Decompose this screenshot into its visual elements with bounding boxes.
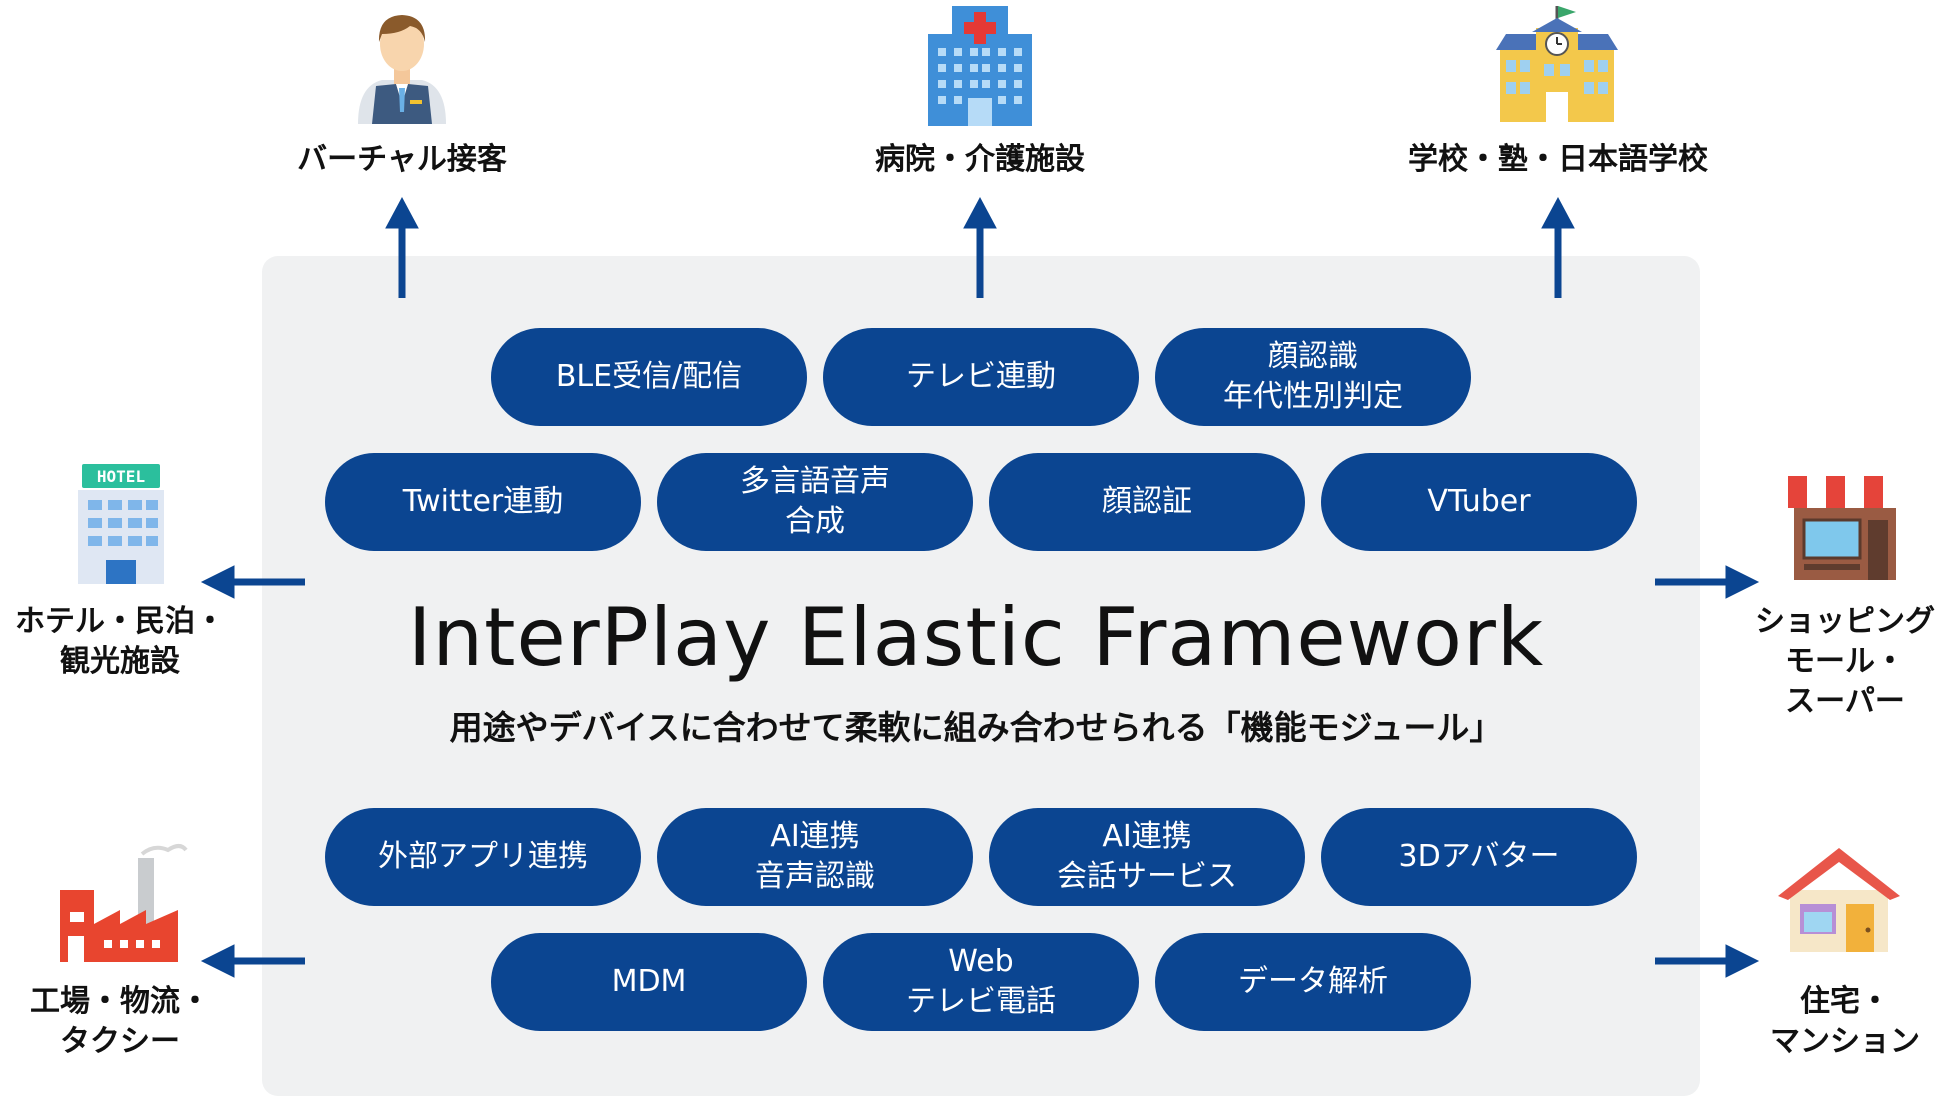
module-external-app: 外部アプリ連携 [325,808,641,906]
module-mdm: MDM [491,933,807,1031]
right-arrow-icon [1655,565,1760,599]
module-label: データ解析 [1238,964,1388,999]
destination-label: 観光施設 [60,644,180,679]
module-label: Web [948,944,1014,979]
destination-label: 学校・塾・日本語学校 [1408,142,1708,177]
destination-label: 病院・介護施設 [875,142,1085,177]
module-face-auth: 顔認証 [989,453,1305,551]
up-arrow-icon [385,196,419,298]
module-label: 多言語音声 [740,464,890,499]
hotel-icon: HOTEL [78,464,164,584]
module-label: AI連携 [1102,819,1192,854]
destination-label: モール・ [1785,644,1905,679]
module-ai-conversation: AI連携 会話サービス [989,808,1305,906]
module-ai-speech-recognition: AI連携 音声認識 [657,808,973,906]
module-label: BLE受信/配信 [555,359,743,394]
module-face-recognition: 顔認識 年代性別判定 [1155,328,1471,426]
module-label: 音声認識 [755,859,875,894]
module-label: 年代性別判定 [1223,379,1403,414]
module-label: MDM [611,964,687,999]
module-label: VTuber [1427,484,1531,519]
store-icon [1788,476,1902,580]
destination-label: マンション [1770,1024,1920,1059]
left-arrow-icon [200,944,305,978]
destination-virtual-reception: バーチャル接客 [252,140,552,180]
framework-subtitle: 用途やデバイスに合わせて柔軟に組み合わせられる「機能モジュール」 [449,708,1503,747]
destination-school: 学校・塾・日本語学校 [1408,140,1708,180]
module-speech-synthesis: 多言語音声 合成 [657,453,973,551]
module-label: Twitter連動 [402,484,564,519]
destination-label: 住宅・ [1800,984,1890,1019]
destination-label: バーチャル接客 [297,142,507,177]
hotel-sign-text: HOTEL [97,467,145,486]
destination-shopping: ショッピング モール・ スーパー [1695,602,1952,722]
up-arrow-icon [1541,196,1575,298]
framework-title: InterPlay Elastic Framework [407,591,1545,684]
destination-hotel: ホテル・民泊・ 観光施設 [0,602,270,682]
destination-label: タクシー [60,1024,180,1059]
module-web-videophone: Web テレビ電話 [823,933,1139,1031]
module-label: 外部アプリ連携 [378,839,588,874]
module-tv-link: テレビ連動 [823,328,1139,426]
module-twitter: Twitter連動 [325,453,641,551]
left-arrow-icon [200,565,305,599]
destination-label: 工場・物流・ [30,984,210,1019]
destination-label: ショッピング [1755,604,1935,639]
module-3d-avatar: 3Dアバター [1321,808,1637,906]
module-vtuber: VTuber [1321,453,1637,551]
module-label: テレビ電話 [906,984,1056,1019]
module-label: 顔認識 [1268,339,1358,374]
module-ble: BLE受信/配信 [491,328,807,426]
destination-label: スーパー [1785,684,1905,719]
hospital-icon [928,6,1032,126]
module-label: テレビ連動 [906,359,1056,394]
house-icon [1778,848,1900,952]
school-icon [1496,6,1618,122]
receptionist-icon [358,15,446,124]
up-arrow-icon [963,196,997,298]
right-arrow-icon [1655,944,1760,978]
destination-housing: 住宅・ マンション [1695,982,1952,1062]
factory-icon [60,844,188,962]
module-data-analysis: データ解析 [1155,933,1471,1031]
module-label: AI連携 [770,819,860,854]
module-label: 顔認証 [1102,484,1192,519]
module-label: 3Dアバター [1398,839,1560,874]
destination-label: ホテル・民泊・ [15,604,225,639]
module-label: 合成 [785,504,845,539]
module-label: 会話サービス [1057,859,1237,894]
destination-hospital: 病院・介護施設 [830,140,1130,180]
destination-factory: 工場・物流・ タクシー [0,982,270,1062]
